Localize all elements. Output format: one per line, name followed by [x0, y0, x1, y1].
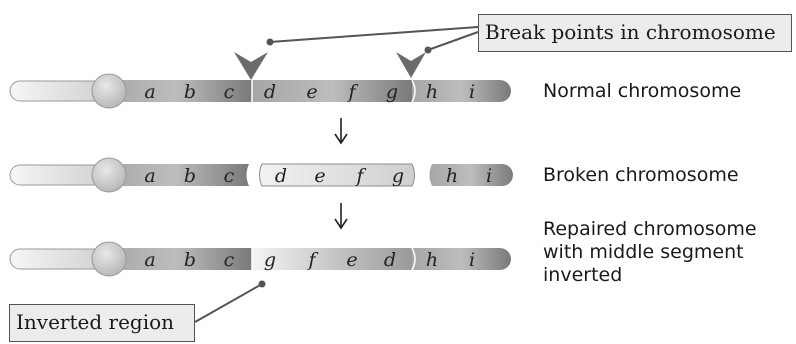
fragment-left — [100, 164, 249, 186]
inverted-segment — [252, 248, 412, 270]
gene-label: g — [386, 81, 398, 103]
gene-label: d — [384, 249, 396, 271]
callout-dot — [258, 280, 266, 288]
fragment-right — [429, 164, 513, 186]
join-line-2 — [411, 247, 416, 271]
centromere — [91, 73, 127, 109]
gene-label: h — [426, 81, 438, 103]
fragment-middle — [259, 163, 415, 187]
gene-label: i — [486, 165, 492, 187]
gene-label: e — [346, 249, 357, 271]
callout-leader-line — [194, 283, 263, 323]
down-arrow-icon — [334, 118, 348, 145]
break-points-callout: Break points in chromosome — [478, 14, 792, 52]
break-line-2 — [411, 79, 416, 103]
gene-label: c — [224, 165, 235, 187]
gene-label: h — [426, 249, 438, 271]
centromere — [91, 157, 127, 193]
gene-label: d — [275, 165, 287, 187]
repaired-label-line1: Repaired chromosome — [543, 218, 757, 240]
inverted-region-callout: Inverted region — [9, 304, 195, 342]
gene-label: a — [144, 165, 155, 187]
normal-chromosome: a b c d e f g h i — [9, 73, 511, 109]
gene-label: i — [469, 81, 475, 103]
right-arm — [412, 248, 511, 270]
callout-dot — [266, 38, 274, 46]
gene-label: b — [184, 249, 196, 271]
right-arm — [412, 80, 511, 102]
gene-label: g — [264, 249, 276, 271]
repaired-chromosome: a b c g f e d h i — [9, 241, 511, 277]
gene-label: f — [354, 165, 366, 187]
gene-label: i — [469, 249, 475, 271]
gene-label: b — [184, 81, 196, 103]
normal-chromosome-label: Normal chromosome — [543, 80, 742, 102]
gene-label: d — [264, 81, 276, 103]
callout-dot — [424, 46, 432, 54]
middle-segment — [252, 80, 412, 102]
gene-label: h — [446, 165, 458, 187]
gene-label: e — [314, 165, 325, 187]
repaired-label-line3: inverted — [543, 264, 623, 286]
gene-label: a — [144, 249, 155, 271]
gene-label: c — [224, 81, 235, 103]
callout-leader-line — [427, 31, 479, 51]
gene-label: c — [224, 249, 235, 271]
gene-label: g — [392, 165, 404, 187]
callout-leader-line — [269, 26, 479, 43]
broken-chromosome-label: Broken chromosome — [543, 164, 739, 186]
gene-label: a — [144, 81, 155, 103]
broken-chromosome: a b c d e f g h i — [9, 157, 513, 193]
gene-label: e — [306, 81, 317, 103]
down-arrow-icon — [334, 203, 348, 230]
break-point-arrow-left — [234, 52, 268, 80]
gene-label: b — [184, 165, 196, 187]
centromere — [91, 241, 127, 277]
dark-arm-left — [100, 80, 252, 102]
break-point-arrow-right — [396, 52, 426, 78]
dark-arm-left — [100, 248, 252, 270]
gene-label: f — [306, 249, 318, 271]
repaired-chromosome-label: Repaired chromosome with middle segment … — [543, 218, 757, 287]
repaired-label-line2: with middle segment — [543, 241, 744, 263]
gene-label: f — [346, 81, 358, 103]
